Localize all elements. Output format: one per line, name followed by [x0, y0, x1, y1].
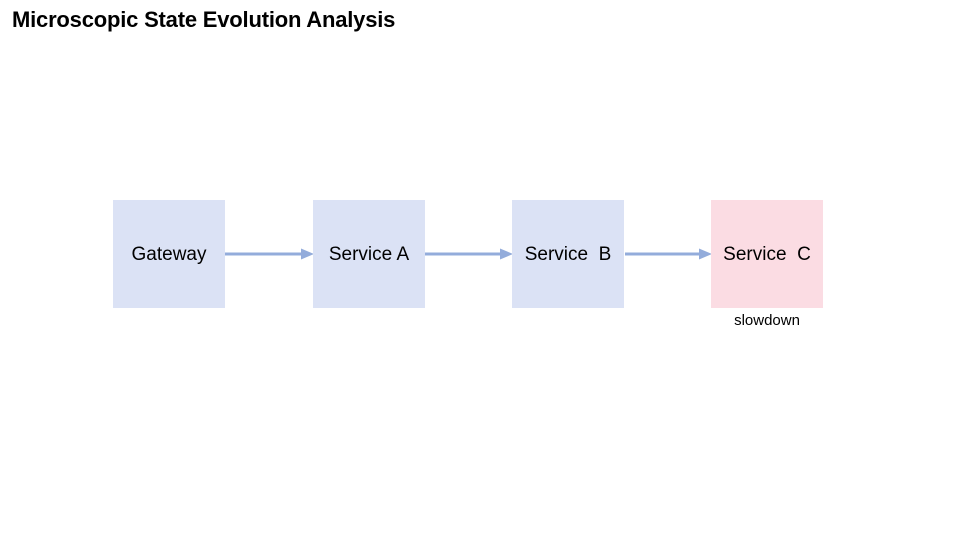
flow-node-service-a[interactable]: Service A	[313, 200, 425, 308]
flow-node-label: Service C	[723, 243, 811, 265]
flow-node-label: Service B	[524, 243, 612, 265]
flow-node-label: Gateway	[131, 243, 207, 265]
flow-node-gateway[interactable]: Gateway	[113, 200, 225, 308]
flow-arrow-gateway-to-service-a	[225, 247, 314, 261]
flow-node-service-b[interactable]: Service B	[512, 200, 624, 308]
arrow-right-icon	[625, 248, 712, 260]
flow-node-status-label-service-c: slowdown	[734, 312, 800, 329]
arrow-right-icon	[425, 248, 513, 260]
flow-arrow-service-a-to-service-b	[425, 247, 513, 261]
flow-node-service-c[interactable]: Service C	[711, 200, 823, 308]
flow-node-label: Service A	[328, 243, 410, 265]
flow-arrow-service-b-to-service-c	[625, 247, 712, 261]
page-title: Microscopic State Evolution Analysis	[12, 7, 396, 32]
arrow-right-icon	[225, 248, 314, 260]
